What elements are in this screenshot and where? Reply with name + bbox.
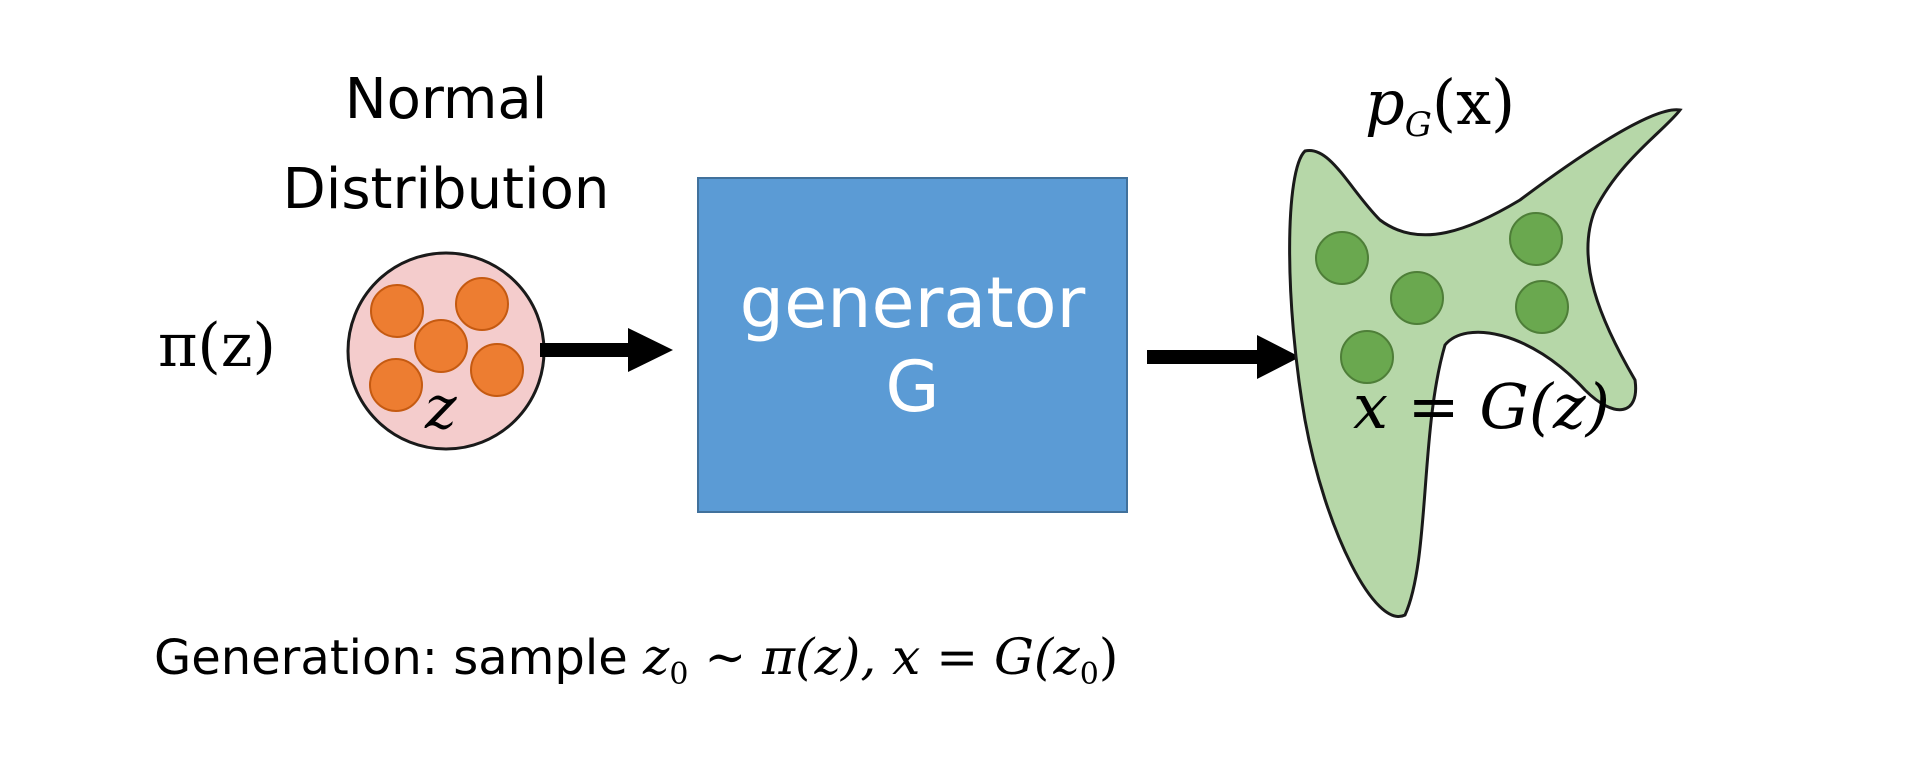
sample-dot [370, 284, 424, 338]
generator-symbol: G [885, 346, 940, 428]
prior-label: π(z) [158, 311, 276, 381]
output-dot [1340, 330, 1394, 384]
latent-variable-label: z [425, 373, 457, 443]
mapping-label: x = G(z) [1353, 370, 1610, 443]
caption-formula-c: ) [1098, 628, 1119, 686]
output-dot [1390, 271, 1444, 325]
output-distribution-p: p [1365, 66, 1405, 139]
generator-label: generator [739, 262, 1086, 344]
arrow-to-output [1147, 335, 1300, 379]
sample-dot [470, 343, 524, 397]
output-dot [1509, 212, 1563, 266]
sample-dot [414, 319, 468, 373]
caption-formula-a: z [642, 628, 670, 686]
output-distribution-arg: (x) [1431, 66, 1516, 139]
arrow-to-generator [540, 328, 673, 372]
output-dot [1515, 280, 1569, 334]
output-distribution-sub: G [1404, 105, 1432, 145]
output-distribution-label: pG(x) [1365, 72, 1515, 145]
generator-box: generator G [697, 177, 1128, 513]
generation-caption: Generation: sample z0 ∼ π(z), x = G(z0) [154, 632, 1118, 690]
sample-dot [455, 277, 509, 331]
caption-formula-a-sub: 0 [669, 657, 689, 692]
sample-dot [369, 358, 423, 412]
normal-distribution-circle [346, 251, 546, 451]
output-dot [1315, 231, 1369, 285]
caption-formula-b: ∼ π(z), x = G(z [688, 628, 1080, 686]
caption-formula-b-sub: 0 [1079, 657, 1099, 692]
caption-prefix: Generation: sample [154, 630, 643, 686]
normal-distribution-title-line2: Distribution [282, 157, 610, 222]
normal-distribution-title-line1: Normal [344, 67, 548, 132]
output-distribution-blob [1288, 108, 1683, 618]
